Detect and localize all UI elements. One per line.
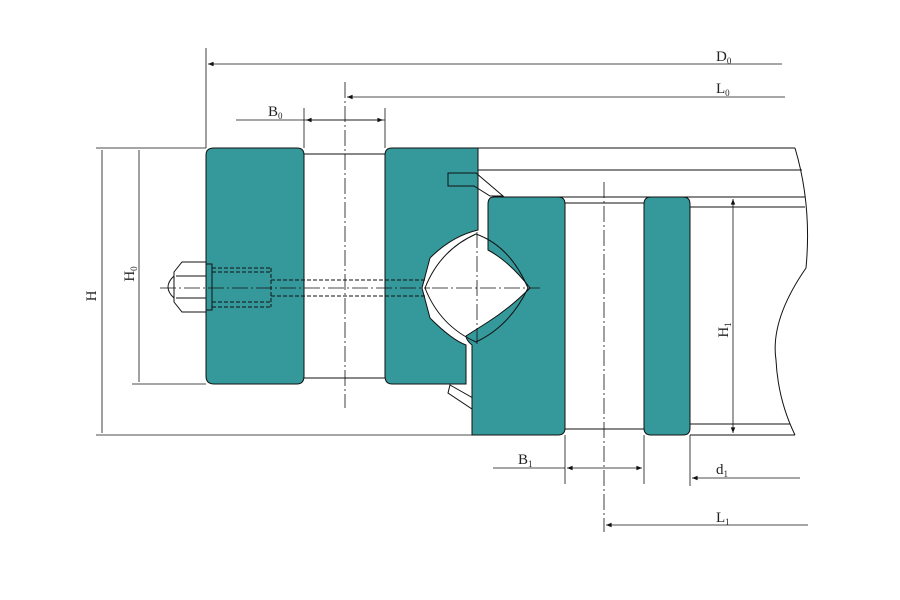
d0-label: D0	[716, 49, 732, 66]
l1-label: L1	[716, 510, 730, 527]
mounting-bolt	[160, 261, 430, 313]
housing-outline	[478, 147, 809, 436]
dimensions: D0 L0 B0 H H0 H1 B1 d1 L1	[84, 48, 808, 528]
h1-label: H1	[716, 322, 733, 337]
h-label: H	[84, 290, 100, 301]
inner-ring	[465, 196, 691, 436]
rolling-ball	[424, 232, 540, 346]
outer-ring-right-block	[384, 147, 479, 385]
bolt-nut	[173, 261, 207, 313]
h0-label: H0	[122, 266, 139, 282]
inner-ring-left-block	[465, 196, 566, 436]
b0-label: B0	[268, 104, 283, 121]
inner-ring-right-block	[643, 196, 691, 436]
outer-ring	[205, 147, 505, 410]
d1-label: d1	[716, 462, 728, 479]
bolt-washer	[205, 263, 213, 311]
outer-ring-left-block	[205, 147, 305, 385]
bolt-cap	[167, 274, 175, 300]
b1-label: B1	[518, 452, 533, 469]
l0-label: L0	[716, 81, 730, 98]
outer-top-seal	[447, 172, 505, 197]
